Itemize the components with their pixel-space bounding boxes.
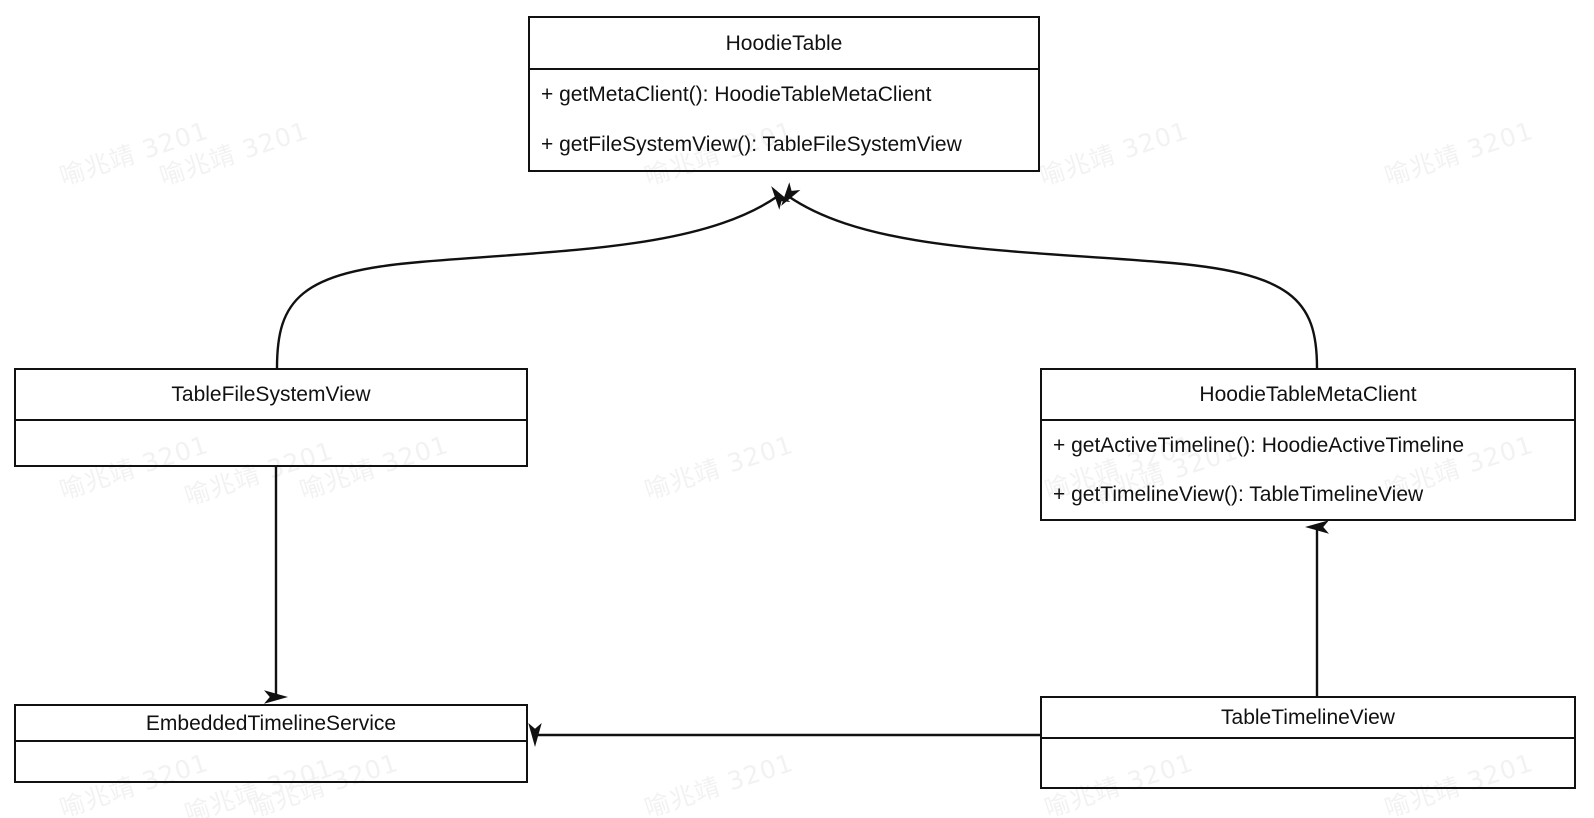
uml-class-member: + getActiveTimeline(): HoodieActiveTimel… [1053,433,1465,457]
uml-class-member: + getMetaClient(): HoodieTableMetaClient [541,83,932,106]
uml-class-table-file-system-view[interactable]: TableFileSystemView [14,368,528,467]
uml-class-members [16,740,526,781]
uml-class-member: + getFileSystemView(): TableFileSystemVi… [541,133,962,156]
uml-class-table-timeline-view[interactable]: TableTimelineView [1040,696,1576,789]
uml-class-members [16,419,526,465]
uml-class-members [1042,737,1574,787]
uml-class-name: EmbeddedTimelineService [145,711,397,735]
uml-class-members: + getMetaClient(): HoodieTableMetaClient… [530,68,1038,170]
uml-class-members: + getActiveTimeline(): HoodieActiveTimel… [1042,419,1574,519]
uml-class-name: TableTimelineView [1221,706,1395,729]
uml-class-name: HoodieTableMetaClient [1199,383,1417,406]
uml-class-hoodie-table[interactable]: HoodieTable + getMetaClient(): HoodieTabl… [528,16,1040,172]
uml-class-member: + getTimelineView(): TableTimelineView [1053,482,1424,506]
uml-class-hoodie-table-meta-client[interactable]: HoodieTableMetaClient + getActiveTimeline… [1040,368,1576,521]
uml-class-embedded-timeline-service[interactable]: EmbeddedTimelineService [14,704,528,783]
uml-class-name: TableFileSystemView [171,383,371,406]
uml-class-name: HoodieTable [725,31,843,55]
